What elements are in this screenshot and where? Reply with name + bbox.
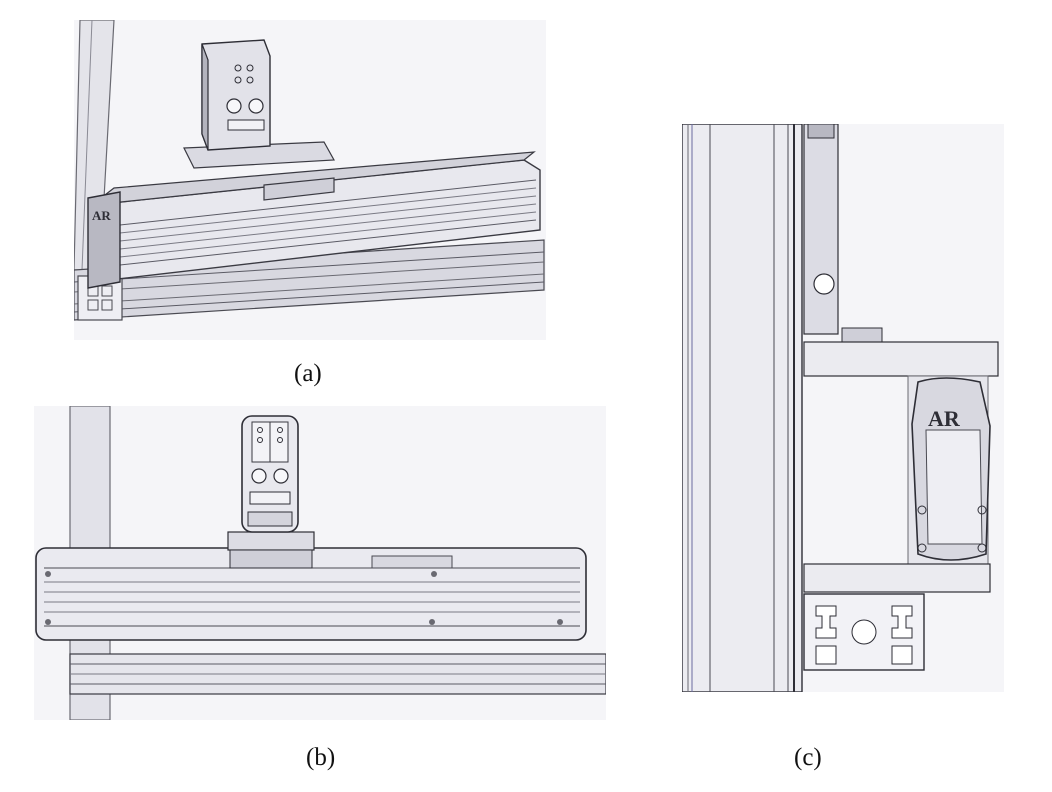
carriage: [227, 531, 315, 551]
logo-a: AR: [92, 208, 111, 223]
panel-a-image: AR: [73, 19, 546, 340]
caption-a: (a): [294, 360, 322, 387]
bottom-plate: [803, 563, 991, 593]
vertical-profile: [681, 123, 803, 693]
camera-body: [201, 39, 271, 151]
caption-b: (b): [306, 744, 336, 771]
logo-c: AR: [928, 406, 961, 431]
top-plate: [803, 341, 999, 377]
panel-c-image: AR: [681, 123, 1004, 693]
caption-c: (c): [794, 744, 822, 771]
panel-b-image: [34, 405, 607, 721]
camera-side: [803, 123, 839, 335]
carriage: [263, 177, 335, 201]
end-cap: [87, 191, 121, 289]
